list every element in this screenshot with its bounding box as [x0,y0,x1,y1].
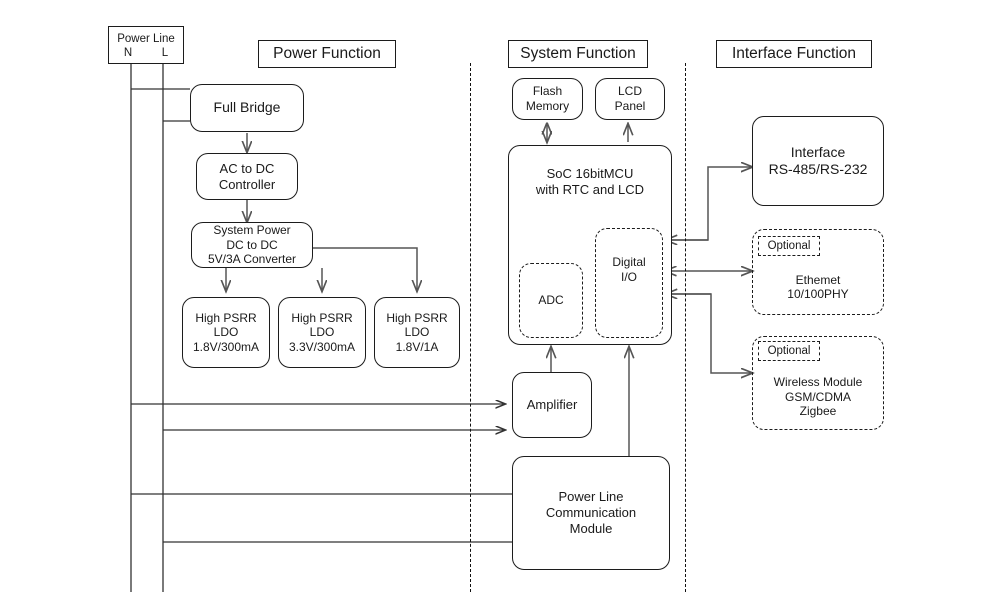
block-interface-rs-label: Interface RS-485/RS-232 [768,143,868,177]
block-lcd-panel[interactable]: LCD Panel [595,78,665,120]
block-adc-label: ADC [538,293,564,308]
block-soc-label: SoC 16bitMCU with RTC and LCD [535,166,645,197]
title-interface-function: Interface Function [716,40,872,68]
block-system-power-converter-label: System Power DC to DC 5V/3A Converter [207,223,297,267]
block-wireless-optional-label: Optional [767,345,811,357]
power-line-title: Power Line [117,32,175,45]
block-ldo-2-label: High PSRR LDO 3.3V/300mA [288,310,356,354]
block-amplifier[interactable]: Amplifier [512,372,592,438]
title-interface-function-label: Interface Function [731,44,857,62]
block-full-bridge[interactable]: Full Bridge [190,84,304,132]
block-ethernet-optional-tag: Optional [758,236,820,256]
block-plc-module[interactable]: Power Line Communication Module [512,456,670,570]
title-power-function-label: Power Function [273,44,381,62]
block-lcd-panel-label: LCD Panel [614,84,646,113]
block-wireless-label: Wireless Module GSM/CDMA Zigbee [773,375,863,419]
block-ldo-1[interactable]: High PSRR LDO 1.8V/300mA [182,297,270,368]
block-digital-io-label: Digital I/O [612,255,646,284]
block-wireless-optional-tag: Optional [758,341,820,361]
block-adc[interactable]: ADC [519,263,583,338]
power-line-terminal-l: L [161,47,169,59]
block-flash-memory-label: Flash Memory [525,84,570,113]
block-soc[interactable]: SoC 16bitMCU with RTC and LCD [508,145,672,345]
block-ldo-3[interactable]: High PSRR LDO 1.8V/1A [374,297,460,368]
block-ethernet-label: Ethemet 10/100PHY [787,272,849,302]
block-ldo-2[interactable]: High PSRR LDO 3.3V/300mA [278,297,366,368]
block-amplifier-label: Amplifier [526,397,578,413]
block-system-power-converter[interactable]: System Power DC to DC 5V/3A Converter [191,222,313,268]
block-plc-module-label: Power Line Communication Module [545,489,637,536]
block-flash-memory[interactable]: Flash Memory [512,78,583,120]
block-ac-to-dc-controller[interactable]: AC to DC Controller [196,153,298,200]
power-line-header: Power Line N L [108,26,184,64]
block-ac-to-dc-controller-label: AC to DC Controller [218,160,276,192]
block-ethernet-optional-label: Optional [767,240,811,252]
block-ldo-1-label: High PSRR LDO 1.8V/300mA [192,310,260,354]
power-line-terminal-n: N [123,47,133,59]
title-system-function-label: System Function [520,44,636,62]
block-wireless[interactable]: Wireless Module GSM/CDMA Zigbee [752,336,884,430]
block-interface-rs[interactable]: Interface RS-485/RS-232 [752,116,884,206]
block-ethernet[interactable]: Ethemet 10/100PHY [752,229,884,315]
block-digital-io[interactable]: Digital I/O [595,228,663,338]
divider-power-system [470,63,471,592]
block-full-bridge-label: Full Bridge [213,99,281,116]
title-power-function: Power Function [258,40,396,68]
block-ldo-3-label: High PSRR LDO 1.8V/1A [386,310,448,354]
title-system-function: System Function [508,40,648,68]
divider-system-interface [685,63,686,592]
